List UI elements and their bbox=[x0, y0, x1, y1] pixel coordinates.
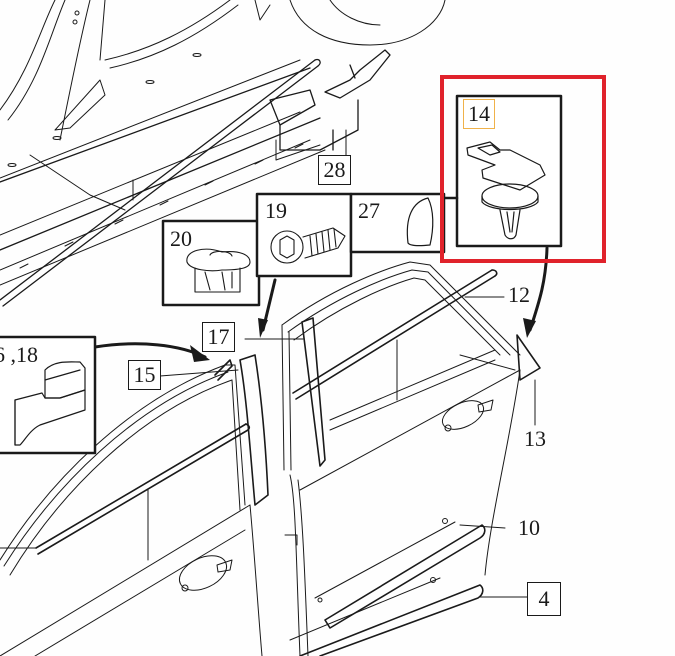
rear-pillar-trim bbox=[301, 317, 326, 467]
part-label-19[interactable]: 19 bbox=[265, 198, 287, 223]
part-label-16-18[interactable]: 6 ,18 bbox=[0, 342, 38, 367]
clip-nut-drawing bbox=[186, 248, 251, 293]
door-side-moulding-10 bbox=[314, 518, 486, 629]
part-label-15[interactable]: 15 bbox=[128, 360, 161, 390]
b-pillar-trim bbox=[214, 354, 269, 506]
rear-belt-moulding bbox=[292, 269, 498, 400]
inset-box-16-18 bbox=[0, 335, 97, 455]
part-label-10[interactable]: 10 bbox=[518, 515, 540, 540]
inset-box-20 bbox=[161, 219, 261, 307]
inset-box-27 bbox=[349, 192, 446, 254]
part-label-14[interactable]: 14 bbox=[463, 99, 495, 129]
corner-trim-13 bbox=[516, 334, 541, 381]
bracket-drawing bbox=[14, 361, 86, 446]
wheel-arch bbox=[254, 0, 446, 46]
door-side-moulding-4 bbox=[289, 577, 484, 656]
part-label-20[interactable]: 20 bbox=[170, 226, 192, 251]
leader-lines bbox=[0, 129, 536, 598]
part-label-13[interactable]: 13 bbox=[524, 426, 546, 451]
part-label-17[interactable]: 17 bbox=[202, 322, 235, 352]
inset-box-19 bbox=[255, 192, 353, 278]
half-round-cap-drawing bbox=[406, 197, 434, 247]
torx-screw-drawing bbox=[270, 227, 346, 264]
part-label-12[interactable]: 12 bbox=[508, 282, 530, 307]
body-side-panel bbox=[0, 0, 326, 286]
part-label-27[interactable]: 27 bbox=[358, 198, 380, 223]
part-label-28[interactable]: 28 bbox=[318, 155, 351, 185]
part-label-4[interactable]: 4 bbox=[527, 582, 561, 616]
selection-highlight bbox=[440, 75, 606, 263]
sill-moulding-28 bbox=[0, 49, 391, 307]
push-clip-drawing bbox=[466, 141, 546, 240]
arrowheads bbox=[190, 318, 536, 362]
